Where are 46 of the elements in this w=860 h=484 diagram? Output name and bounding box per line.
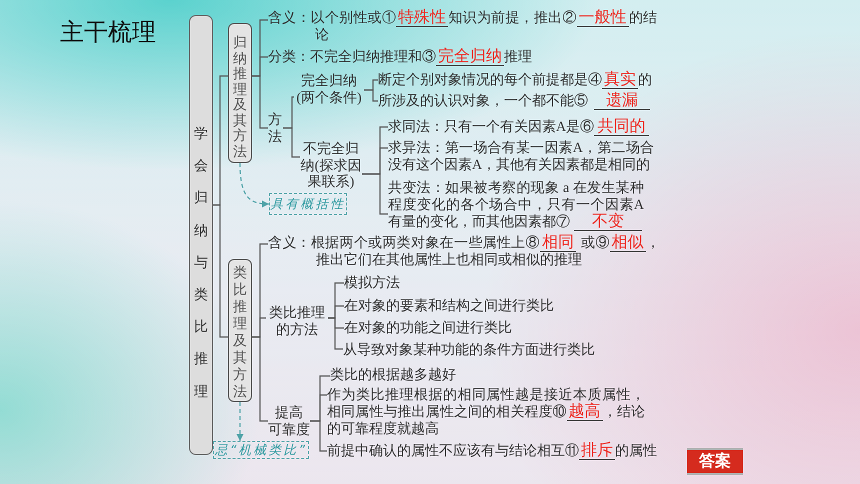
branch-text: 模拟方法	[344, 274, 400, 292]
fill-in-line: 排斥	[579, 442, 615, 460]
bracket-line	[362, 173, 388, 215]
branch-text: 方法	[268, 112, 283, 146]
fill-in-line: 完全归纳	[436, 48, 504, 66]
bracket-line	[252, 336, 268, 422]
branch-text: 提高可靠度	[268, 404, 310, 438]
answer-button: 答案	[687, 448, 743, 475]
branch-text: 含义：根据两个或两类对象在一些属性上⑧ 相同 或⑨相似，推出它们在其他属性上也相同或相似的推理	[268, 234, 660, 268]
bracket-line	[252, 75, 268, 129]
fill-in-line: 真实	[602, 72, 638, 88]
branch-text: 完全归纳(两个条件)	[294, 72, 364, 106]
bracket-line	[310, 420, 327, 452]
branch-text: 类比的根据越多越好	[330, 366, 456, 384]
branch-text: 类比推理的方法	[266, 304, 328, 338]
branch-text: 求同法：只有一个有关因素A是⑥ 共同的	[388, 118, 650, 136]
branch-text: 含义：以个别性或①特殊性 知识为前提，推出② 一般性 的结论	[268, 10, 657, 44]
branch-text: 在对象的功能之间进行类比	[344, 320, 512, 336]
branch-text: 所涉及的认识对象，一个都不能⑤ 遗漏	[378, 92, 650, 110]
branch-text: 共变法：如果被考察的现象 a 在发生某种程度变化的各个场合中，只有一个因素A有量的变化，而其他因素都⑦ 不变	[388, 180, 644, 230]
branch-text: 分类：不完全归纳推理和③ 完全归纳 推理	[268, 48, 532, 66]
branch-text: 不完全归纳(探求因果联系)	[300, 142, 362, 192]
tag-box: 具有概括性	[269, 193, 347, 215]
fill-in-line: 一般性	[576, 10, 629, 26]
fill-in-line: 相似	[610, 234, 646, 252]
tag-box: 忌“机械类比”	[213, 441, 309, 459]
branch-text: 前提中确认的属性不应该有与结论相互⑪排斥 的属性	[327, 442, 657, 460]
fill-in-line: 相同	[540, 234, 576, 252]
branch-text: 作为类比推理根据的相同属性越是接近本质属性，相同属性与推出属性之间的相关程度⑩ 越高，结论的可靠程度就越高	[327, 386, 645, 438]
fill-in-line: 共同的	[594, 118, 650, 136]
fill-in-line: 特殊性	[396, 10, 448, 26]
bracket-line	[328, 317, 343, 350]
branch-text: 从导致对象某种功能的条件方面进行类比	[343, 342, 595, 358]
fill-in-line: 遗漏	[594, 92, 650, 110]
bracket-line	[364, 89, 378, 102]
branch-text: 在对象的要素和结构之间进行类比	[344, 298, 554, 314]
branch-text: 断定个别对象情况的每个前提都是④真实 的	[378, 72, 652, 88]
bracket-line	[283, 127, 300, 158]
section-box: 类比推理及其方法	[228, 259, 252, 402]
branch-text: 求异法：第一场合有某一因素A，第二场合没有这个因素A，其他有关因素都是相同的	[388, 140, 654, 174]
section-box: 归纳推理及其方法	[228, 23, 252, 163]
topic-band: 学会归纳与类比推理	[189, 15, 213, 455]
arrow	[236, 402, 244, 441]
bracket-line	[213, 204, 228, 338]
title: 主干梳理	[60, 18, 156, 46]
arrow	[239, 162, 270, 208]
